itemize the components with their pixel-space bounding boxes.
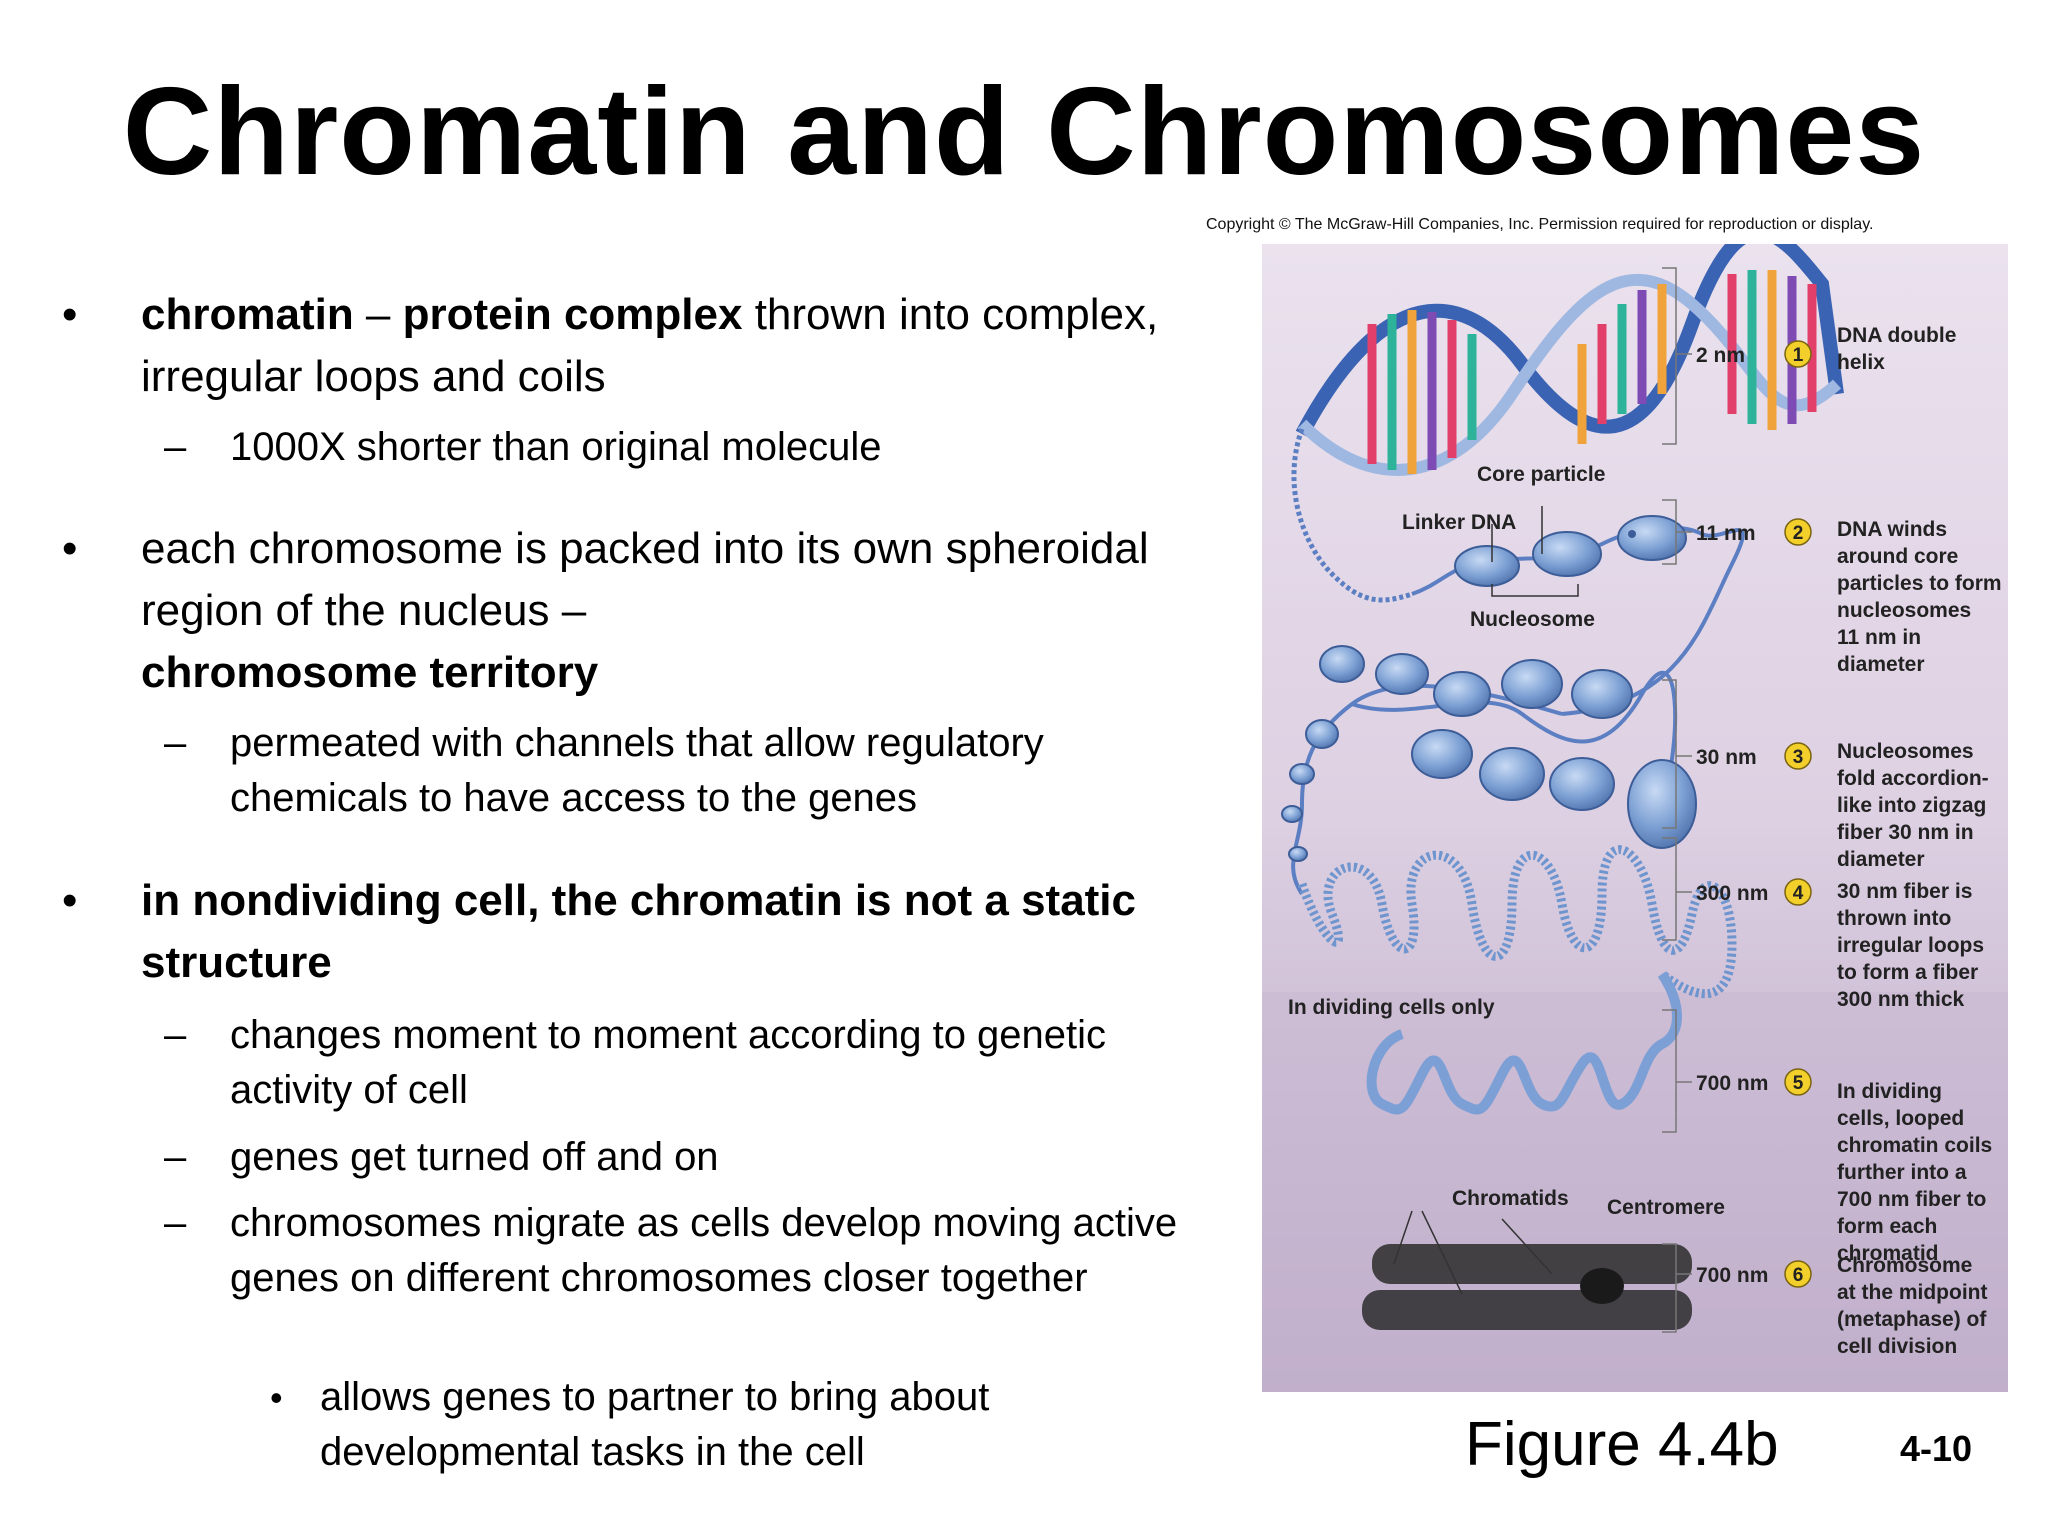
level-description-line: 11 nm in [1837, 626, 1921, 649]
linker-dna-label: Linker DNA [1402, 511, 1516, 534]
level-description-line: cells, looped [1837, 1107, 1964, 1130]
level-description-line: cell division [1837, 1335, 1957, 1358]
callout-labels: Core particle Linker DNA Nucleosome In d… [1288, 463, 1725, 1219]
term-chromosome-territory: chromosome territory [141, 648, 599, 697]
bullet-text: each chromosome is packed into its own s… [141, 524, 1149, 635]
chromatids-label: Chromatids [1452, 1187, 1569, 1210]
dash-marker: – [164, 1201, 187, 1245]
level-5: 700 nm 5 In dividing cells, looped chromatin… [1696, 1068, 1992, 1265]
sub-sub-bullet-partner: allows genes to partner to bring about d… [320, 1375, 990, 1474]
metaphase-chromosome [1362, 1244, 1692, 1330]
level-description-line: chromatin coils [1837, 1134, 1992, 1157]
level-description-line: fold accordion- [1837, 767, 1989, 790]
nucleosome-fiber [1411, 515, 1745, 716]
level-description-line: at the midpoint [1837, 1281, 1988, 1304]
level-description-line: 700 nm fiber to [1837, 1188, 1986, 1211]
sub-bullet-channels: permeated with channels that allow regul… [230, 721, 1044, 820]
sub-bullet-genes-off-on: genes get turned off and on [230, 1135, 719, 1179]
dividing-cells-label: In dividing cells only [1288, 996, 1495, 1019]
scale-brackets [1662, 267, 1692, 1333]
step-badge [1784, 1068, 1812, 1096]
level-description-line: Chromosome [1837, 1254, 1972, 1277]
step-number: 5 [1793, 1073, 1804, 1094]
level-size-label: 2 nm [1696, 344, 1745, 367]
zigzag-fiber [1281, 645, 1697, 896]
level-size-label: 30 nm [1696, 746, 1757, 769]
chromatin-figure: Core particle Linker DNA Nucleosome In d… [1262, 244, 2008, 1392]
dash-marker: – [164, 1135, 187, 1179]
level-description-line: further into a [1837, 1161, 1967, 1184]
dash-marker: – [164, 721, 187, 765]
level-description-line: (metaphase) of [1837, 1308, 1987, 1331]
step-badge [1784, 340, 1812, 368]
level-description-line: form each [1837, 1215, 1937, 1238]
level-description-line: chromatid [1837, 1242, 1939, 1265]
bullet-marker: • [62, 524, 78, 573]
bullet-marker: • [62, 876, 78, 925]
linker-dna-strand [1291, 428, 1413, 603]
step-number: 1 [1793, 345, 1804, 366]
bullet-chromosome-territory: each chromosome is packed into its own s… [141, 518, 1181, 704]
level-size-label: 700 nm [1696, 1264, 1768, 1287]
bullet-text: thrown into complex, irregular loops and… [141, 290, 1159, 401]
nucleosome-label: Nucleosome [1470, 608, 1595, 631]
level-description-line: fiber 30 nm in [1837, 821, 1974, 844]
level-description-line: helix [1837, 351, 1885, 374]
centromere-label: Centromere [1607, 1196, 1725, 1219]
step-number: 3 [1793, 747, 1804, 768]
step-badge [1784, 878, 1812, 906]
level-description-line: DNA double [1837, 324, 1956, 347]
step-number: 4 [1793, 883, 1804, 904]
step-badge [1784, 1260, 1812, 1288]
level-description-line: thrown into [1837, 907, 1951, 930]
copyright-notice: Copyright © The McGraw-Hill Companies, I… [1206, 216, 1874, 233]
step-badge [1784, 742, 1812, 770]
looped-fiber [1297, 845, 1737, 999]
bullet-marker: • [62, 290, 78, 339]
bullet-chromatin: chromatin – protein complex thrown into … [141, 284, 1181, 408]
level-description-line: 300 nm thick [1837, 988, 1965, 1011]
level-description-line: diameter [1837, 848, 1925, 871]
level-size-label: 11 nm [1696, 522, 1756, 545]
core-particle-label: Core particle [1477, 463, 1605, 486]
term-protein-complex: protein complex [402, 290, 743, 339]
level-description-line: to form a fiber [1837, 961, 1978, 984]
level-3: 30 nm 3 Nucleosomes fold accordion-like int… [1696, 740, 1989, 871]
level-description-line: Nucleosomes [1837, 740, 1974, 763]
figure-label: Figure 4.4b [1465, 1410, 1779, 1479]
level-description-line: around core [1837, 545, 1958, 568]
level-description-line: like into zigzag [1837, 794, 1986, 817]
level-2: 11 nm 2 DNA winds around core particles to f… [1696, 518, 2002, 676]
level-description-line: particles to form [1837, 572, 2002, 595]
level-description-line: In dividing [1837, 1080, 1942, 1103]
step-number: 6 [1793, 1265, 1804, 1286]
page-number: 4-10 [1900, 1428, 1973, 1469]
step-number: 2 [1793, 523, 1804, 544]
level-size-label: 700 nm [1696, 1072, 1768, 1095]
coiled-chromatid [1366, 971, 1682, 1115]
step-badge [1784, 518, 1812, 546]
level-description-line: 30 nm fiber is [1837, 880, 1972, 903]
dash-marker: – [164, 1013, 187, 1057]
level-labels: 2 nm 1 DNA double helix 11 nm 2 DNA winds aroun… [1696, 324, 2002, 1358]
callout-lines [1393, 506, 1579, 1295]
level-4: 300 nm 4 30 nm fiber is thrown into irregula… [1696, 878, 1984, 1011]
level-description-line: diameter [1837, 653, 1925, 676]
level-description-line: nucleosomes [1837, 599, 1971, 622]
level-description-line: DNA winds [1837, 518, 1947, 541]
dna-double-helix [1295, 244, 1844, 476]
level-1: 2 nm 1 DNA double helix [1696, 324, 1956, 374]
sub-bullet-changes: changes moment to moment according to ge… [230, 1013, 1107, 1112]
sub-bullet-migrate: chromosomes migrate as cells develop mov… [230, 1201, 1178, 1300]
page-title: Chromatin and Chromosomes [122, 63, 1926, 201]
sub-bullet-shorter: 1000X shorter than original molecule [230, 425, 882, 469]
level-size-label: 300 nm [1696, 882, 1768, 905]
dash-separator: – [353, 290, 403, 339]
bullet-marker: • [270, 1377, 283, 1418]
level-description-line: irregular loops [1837, 934, 1984, 957]
bullet-nondividing: in nondividing cell, the chromatin is no… [141, 876, 1137, 987]
level-6: 700 nm 6 Chromosome at the midpoint (metapha… [1696, 1254, 1988, 1358]
dash-marker: – [164, 425, 187, 469]
term-chromatin: chromatin [141, 290, 354, 339]
